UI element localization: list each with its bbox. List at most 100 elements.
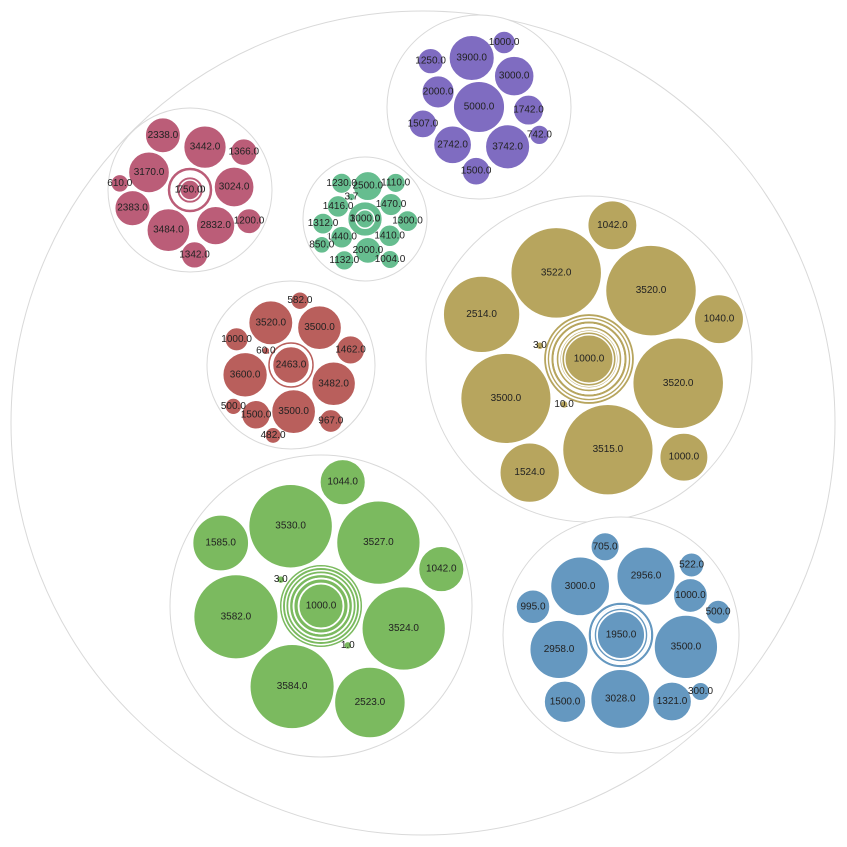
bubble[interactable] xyxy=(448,34,496,82)
bubble[interactable] xyxy=(354,208,376,230)
bubble[interactable] xyxy=(442,275,521,354)
bubble[interactable] xyxy=(221,351,269,398)
bubble[interactable] xyxy=(461,156,491,187)
bubble[interactable] xyxy=(195,205,236,246)
bubble[interactable] xyxy=(247,483,334,569)
bubble[interactable] xyxy=(318,408,344,434)
bubble[interactable] xyxy=(396,209,419,233)
bubble[interactable] xyxy=(333,249,355,272)
bubble-label: 3600.0 xyxy=(230,369,261,380)
bubble[interactable] xyxy=(493,55,535,97)
bubble[interactable] xyxy=(326,194,350,219)
bubble[interactable] xyxy=(535,340,545,351)
bubble[interactable] xyxy=(343,640,353,651)
bubble[interactable] xyxy=(416,47,445,75)
bubble[interactable] xyxy=(586,199,638,251)
bubble[interactable] xyxy=(658,432,709,483)
bubble[interactable] xyxy=(515,589,551,625)
bubble[interactable] xyxy=(144,116,182,154)
bubble[interactable] xyxy=(653,614,719,680)
bubble[interactable] xyxy=(110,173,130,194)
bubble[interactable] xyxy=(229,137,259,167)
bubble[interactable] xyxy=(346,192,357,202)
bubble[interactable] xyxy=(290,290,310,311)
bubble[interactable] xyxy=(333,666,407,739)
bubble[interactable] xyxy=(271,345,311,385)
bubble[interactable] xyxy=(249,643,336,730)
bubble[interactable] xyxy=(528,619,590,680)
bubble[interactable] xyxy=(330,172,353,195)
bubble[interactable] xyxy=(127,151,171,194)
bubble[interactable] xyxy=(297,582,345,630)
bubble-label: 3.7 xyxy=(344,192,358,203)
bubble[interactable] xyxy=(590,531,621,562)
bubble[interactable] xyxy=(310,361,357,407)
bubble[interactable] xyxy=(596,610,646,660)
bubble[interactable] xyxy=(452,80,506,134)
bubble[interactable] xyxy=(589,668,651,730)
bubble[interactable] xyxy=(499,441,561,504)
bubble[interactable] xyxy=(224,397,243,416)
bubble-label: 500.0 xyxy=(221,401,246,412)
bubble[interactable] xyxy=(352,170,384,202)
bubble[interactable] xyxy=(379,249,401,270)
bubble[interactable] xyxy=(191,514,250,572)
bubble[interactable] xyxy=(240,399,272,431)
bubble[interactable] xyxy=(113,189,152,227)
bubble[interactable] xyxy=(235,207,263,235)
bubble[interactable] xyxy=(631,337,725,430)
bubble[interactable] xyxy=(264,426,283,445)
bubble[interactable] xyxy=(509,226,603,320)
bubble[interactable] xyxy=(564,334,614,384)
bubble[interactable] xyxy=(678,551,705,579)
bubble[interactable] xyxy=(182,124,228,170)
bubble[interactable] xyxy=(705,599,731,625)
bubble[interactable] xyxy=(192,573,279,660)
bubble[interactable] xyxy=(270,388,317,435)
bubble[interactable] xyxy=(561,403,655,496)
bubble[interactable] xyxy=(180,240,209,270)
bubble[interactable] xyxy=(693,293,745,345)
bubble[interactable] xyxy=(417,545,465,593)
bubble[interactable] xyxy=(528,124,551,146)
bubble[interactable] xyxy=(276,574,286,585)
bubble-label: 3500.0 xyxy=(491,393,522,404)
bubble[interactable] xyxy=(484,123,531,170)
bubble[interactable] xyxy=(615,546,677,607)
bubble[interactable] xyxy=(421,74,456,109)
bubble[interactable] xyxy=(335,334,366,365)
bubble[interactable] xyxy=(377,224,402,248)
bubble[interactable] xyxy=(604,244,698,337)
bubble[interactable] xyxy=(690,681,711,702)
bubble-label: 1950.0 xyxy=(606,630,637,641)
bubble-label: 1321.0 xyxy=(657,696,688,707)
bubble[interactable] xyxy=(385,172,407,194)
bubble[interactable] xyxy=(543,680,587,724)
bubble[interactable] xyxy=(672,577,709,614)
bubble[interactable] xyxy=(549,555,611,617)
bubble[interactable] xyxy=(312,235,332,255)
bubble[interactable] xyxy=(459,352,552,445)
bubble[interactable] xyxy=(432,124,473,165)
bubble[interactable] xyxy=(329,225,354,250)
bubble[interactable] xyxy=(179,179,201,201)
bubble[interactable] xyxy=(296,304,343,351)
bubble[interactable] xyxy=(408,109,438,139)
bubble[interactable] xyxy=(213,166,255,208)
bubble[interactable] xyxy=(247,299,294,346)
bubble[interactable] xyxy=(559,399,569,410)
bubble[interactable] xyxy=(491,30,517,55)
bubble[interactable] xyxy=(335,499,422,586)
bubble[interactable] xyxy=(224,326,250,352)
bubble-label: 1230.0 xyxy=(326,178,357,189)
bubble[interactable] xyxy=(354,236,382,265)
bubble[interactable] xyxy=(361,585,447,672)
bubble[interactable] xyxy=(651,681,693,722)
bubble[interactable] xyxy=(378,192,404,217)
bubble-label: 3742.0 xyxy=(492,141,523,152)
bubble[interactable] xyxy=(319,458,367,506)
bubble[interactable] xyxy=(261,346,271,356)
bubble[interactable] xyxy=(146,207,191,253)
bubble[interactable] xyxy=(311,212,335,235)
bubble[interactable] xyxy=(512,94,545,127)
